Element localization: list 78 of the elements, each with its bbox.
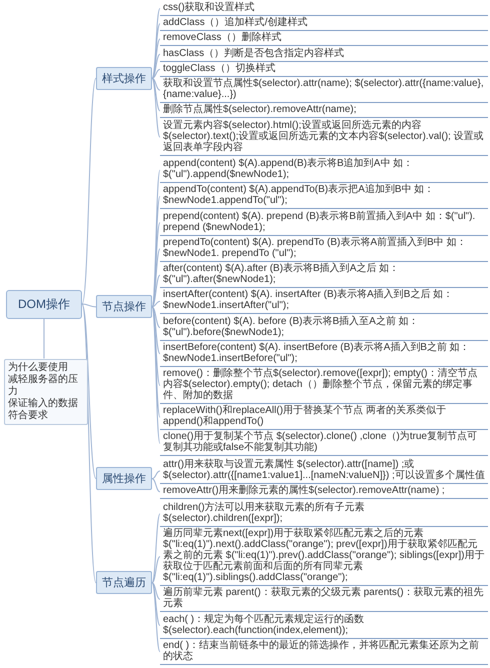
branch-connector <box>152 470 160 480</box>
method-text: after(content) $(A).after (B)表示将B插入到A之后 如：$("ul").after($newNode1); <box>163 263 400 286</box>
method-text: 删除节点属性$(selector).removeAttr(name); <box>163 104 358 116</box>
method-item <box>160 612 488 639</box>
method-text: each( )：规定为每个匹配元素规定运行的函数 $(selector).each(function(index,element)); <box>163 614 366 636</box>
branch-connector <box>152 300 160 308</box>
branch-connector <box>152 274 160 308</box>
method-item <box>160 31 488 46</box>
method-item <box>160 103 488 118</box>
method-item <box>160 157 488 184</box>
branch-connector <box>152 23 160 79</box>
method-text: replaceWith()和replaceAll()用于替换某个节点 两者的关系类似于append()和appendTo() <box>163 405 447 428</box>
note-text: 保证输入的数据符合要求 <box>8 398 79 422</box>
method-item <box>160 340 488 367</box>
branch-connector <box>152 78 160 138</box>
branch-connector <box>152 54 160 79</box>
note-text: 减轻服务器的压力 <box>8 374 79 398</box>
method-text: toggleClass（）切换样式 <box>163 62 276 74</box>
method-item <box>160 314 488 341</box>
method-item <box>160 262 488 288</box>
method-item <box>160 500 488 527</box>
method-text: end( )：结束当前链条中的最近的筛选操作，并将匹配元素集还原为之前的状态 <box>163 640 480 662</box>
method-text: prepend(content) $(A). prepend (B)表示将B前置插入到A中 如：$("ul"). prepend ($newNode1); <box>163 210 476 233</box>
method-text: clone()用于复制某个节点 $(selector).clone() ,clone（)为true复制节点可复制其功能或false不能复制其功能) <box>163 431 478 454</box>
branch-label: 节点操作 <box>101 300 147 314</box>
method-text: attr()用来获取与设置元素属性 $(selector).attr([name]) ;或 $(selector).attr({[name1:value1]...[nameN:valueN]}) ;可以设置多个属性值 <box>163 459 485 482</box>
branch-connector <box>152 68 160 79</box>
method-item <box>160 236 488 262</box>
connector-line <box>82 304 96 480</box>
method-text: css()获取和设置样式 <box>163 2 256 13</box>
branch-connector <box>152 478 160 492</box>
branch-box <box>96 295 152 318</box>
branch-connector <box>152 582 160 652</box>
method-item <box>160 638 488 665</box>
branch-box <box>96 467 152 490</box>
method-text: hasClass（）判断是否包含指定内容样式 <box>163 48 346 59</box>
method-text: appendTo(content) $(A).appendTo(B)表示把A追加到B中 如：$newNode1.appendTo("ul"); <box>163 184 436 206</box>
method-item <box>160 210 488 236</box>
method-item <box>160 46 488 62</box>
method-item <box>160 484 488 500</box>
connector-line <box>82 78 96 304</box>
branch-connector <box>152 556 160 584</box>
branch-connector <box>152 582 160 600</box>
method-item <box>160 404 488 430</box>
topic-label: DOM操作 <box>17 296 71 312</box>
method-text: append(content) $(A).append(B)表示将B追加到A中 如：$("ul").append($newNode1); <box>163 158 414 180</box>
branch-connector <box>152 582 160 626</box>
method-text: before(content) $(A). before (B)表示将B插入至A之前 如：$("ul").before($newNode1); <box>163 316 420 338</box>
method-text: removeAttr()用来删除元素的属性$(selector).removeAttr(name) ; <box>163 485 446 496</box>
method-item <box>160 430 488 456</box>
method-text: 遍历前辈元素 parent()：获取元素的父级元素 parents()：获取元素的祖先元素 <box>163 587 485 610</box>
method-text: 设置元素内容$(selector).html();设置或返回所选元素的内容$(selector).text();设置或返回所选元素的文本内容$(selector).val(); 设置或返回表单字段内容 <box>163 120 485 153</box>
method-text: insertBefore(content) $(A). insertBefore (B)表示将A插入到B之前 如：$newNode1.insertBefore("ul"); <box>163 342 471 364</box>
branch-connector <box>152 513 160 584</box>
method-text: 获取和设置节点属性$(selector).attr(name); $(selector).attr({name:value},{name:value}...}) <box>163 78 485 100</box>
branch-connector <box>152 306 160 328</box>
note-box <box>4 358 88 424</box>
branch-box <box>96 66 152 90</box>
method-text: children()方法可以用来获取元素的所有子元素 $(selector).children([expr]); <box>163 502 366 524</box>
method-item <box>160 16 488 32</box>
method-text: prependTo(content) $(A). prependTo (B)表示将A前置插入到B中 如：$newNode1. prependTo ("ul"); <box>163 236 468 259</box>
branch-label: 节点遍历 <box>101 576 147 590</box>
note-text: 为什么要使用 <box>8 362 69 374</box>
method-text: remove()：删除整个节点$(selector).remove([expr]); empty()：清空节点内容$(selector).empty(); detach（）删除整个节点，保留元素的绑定事件、附加的数据 <box>163 368 478 402</box>
topic-box <box>6 290 82 318</box>
branch-connector <box>152 78 160 91</box>
branch-connector <box>152 78 160 112</box>
method-item <box>160 62 488 77</box>
branch-label: 样式操作 <box>101 72 147 86</box>
method-text: removeClass（）删除样式 <box>163 32 282 44</box>
method-text: insertAfter(content) $(A). insertAfter (B)表示将A插入到B之后 如：$newNode1.insertAfter("ul"); <box>163 289 454 312</box>
method-text: 遍历同辈元素next([expr])用于获取紧邻匹配元素之后的元素$("li:eq(1)").next().addClass("orange"); prev([expr])用于获取紧邻匹配元素之前的元素 $("li:eq(1)").prev().addClass("orange"); siblings([expr])用于获取位于匹配元素前面和后面的所有同辈元素 $("li:eq(1)").siblings().addClass("orange"); <box>163 528 485 584</box>
connector-line <box>82 304 96 584</box>
branch-label: 属性操作 <box>101 472 147 486</box>
connector-line <box>82 304 96 308</box>
branch-box <box>96 571 152 594</box>
method-item <box>160 183 488 210</box>
method-text: addClass（）追加样式/创建样式 <box>163 17 308 28</box>
